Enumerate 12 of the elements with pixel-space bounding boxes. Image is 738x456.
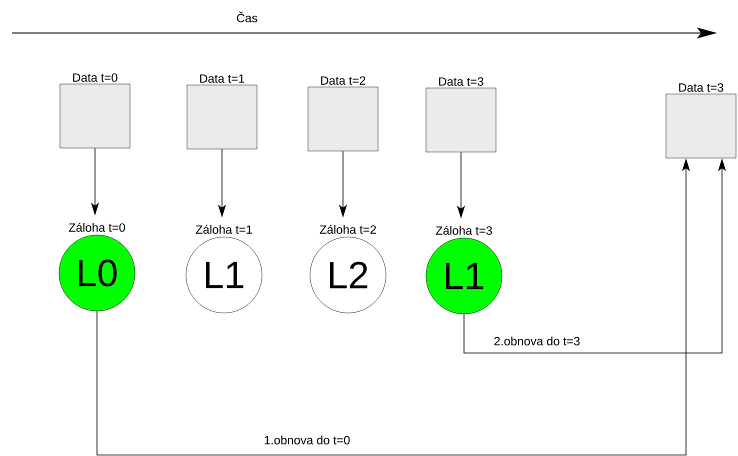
- backup-heading: Záloha t=0: [68, 222, 126, 232]
- box-heading: Data t=3: [679, 83, 724, 92]
- backup-heading: Záloha t=1: [196, 224, 252, 234]
- box-heading: Data t=1: [200, 74, 244, 83]
- box-heading: Data t=2: [321, 76, 366, 85]
- backup-heading: Záloha t=2: [320, 224, 376, 234]
- edge-label: 2.obnova do t=3: [492, 336, 582, 346]
- backup-heading: Záloha t=3: [436, 226, 492, 235]
- edge-label: 1.obnova do t=0: [262, 434, 352, 446]
- axis-label: Čas: [236, 12, 258, 22]
- box-heading: Data t=0: [73, 73, 118, 82]
- box-heading: Data t=3: [439, 77, 484, 86]
